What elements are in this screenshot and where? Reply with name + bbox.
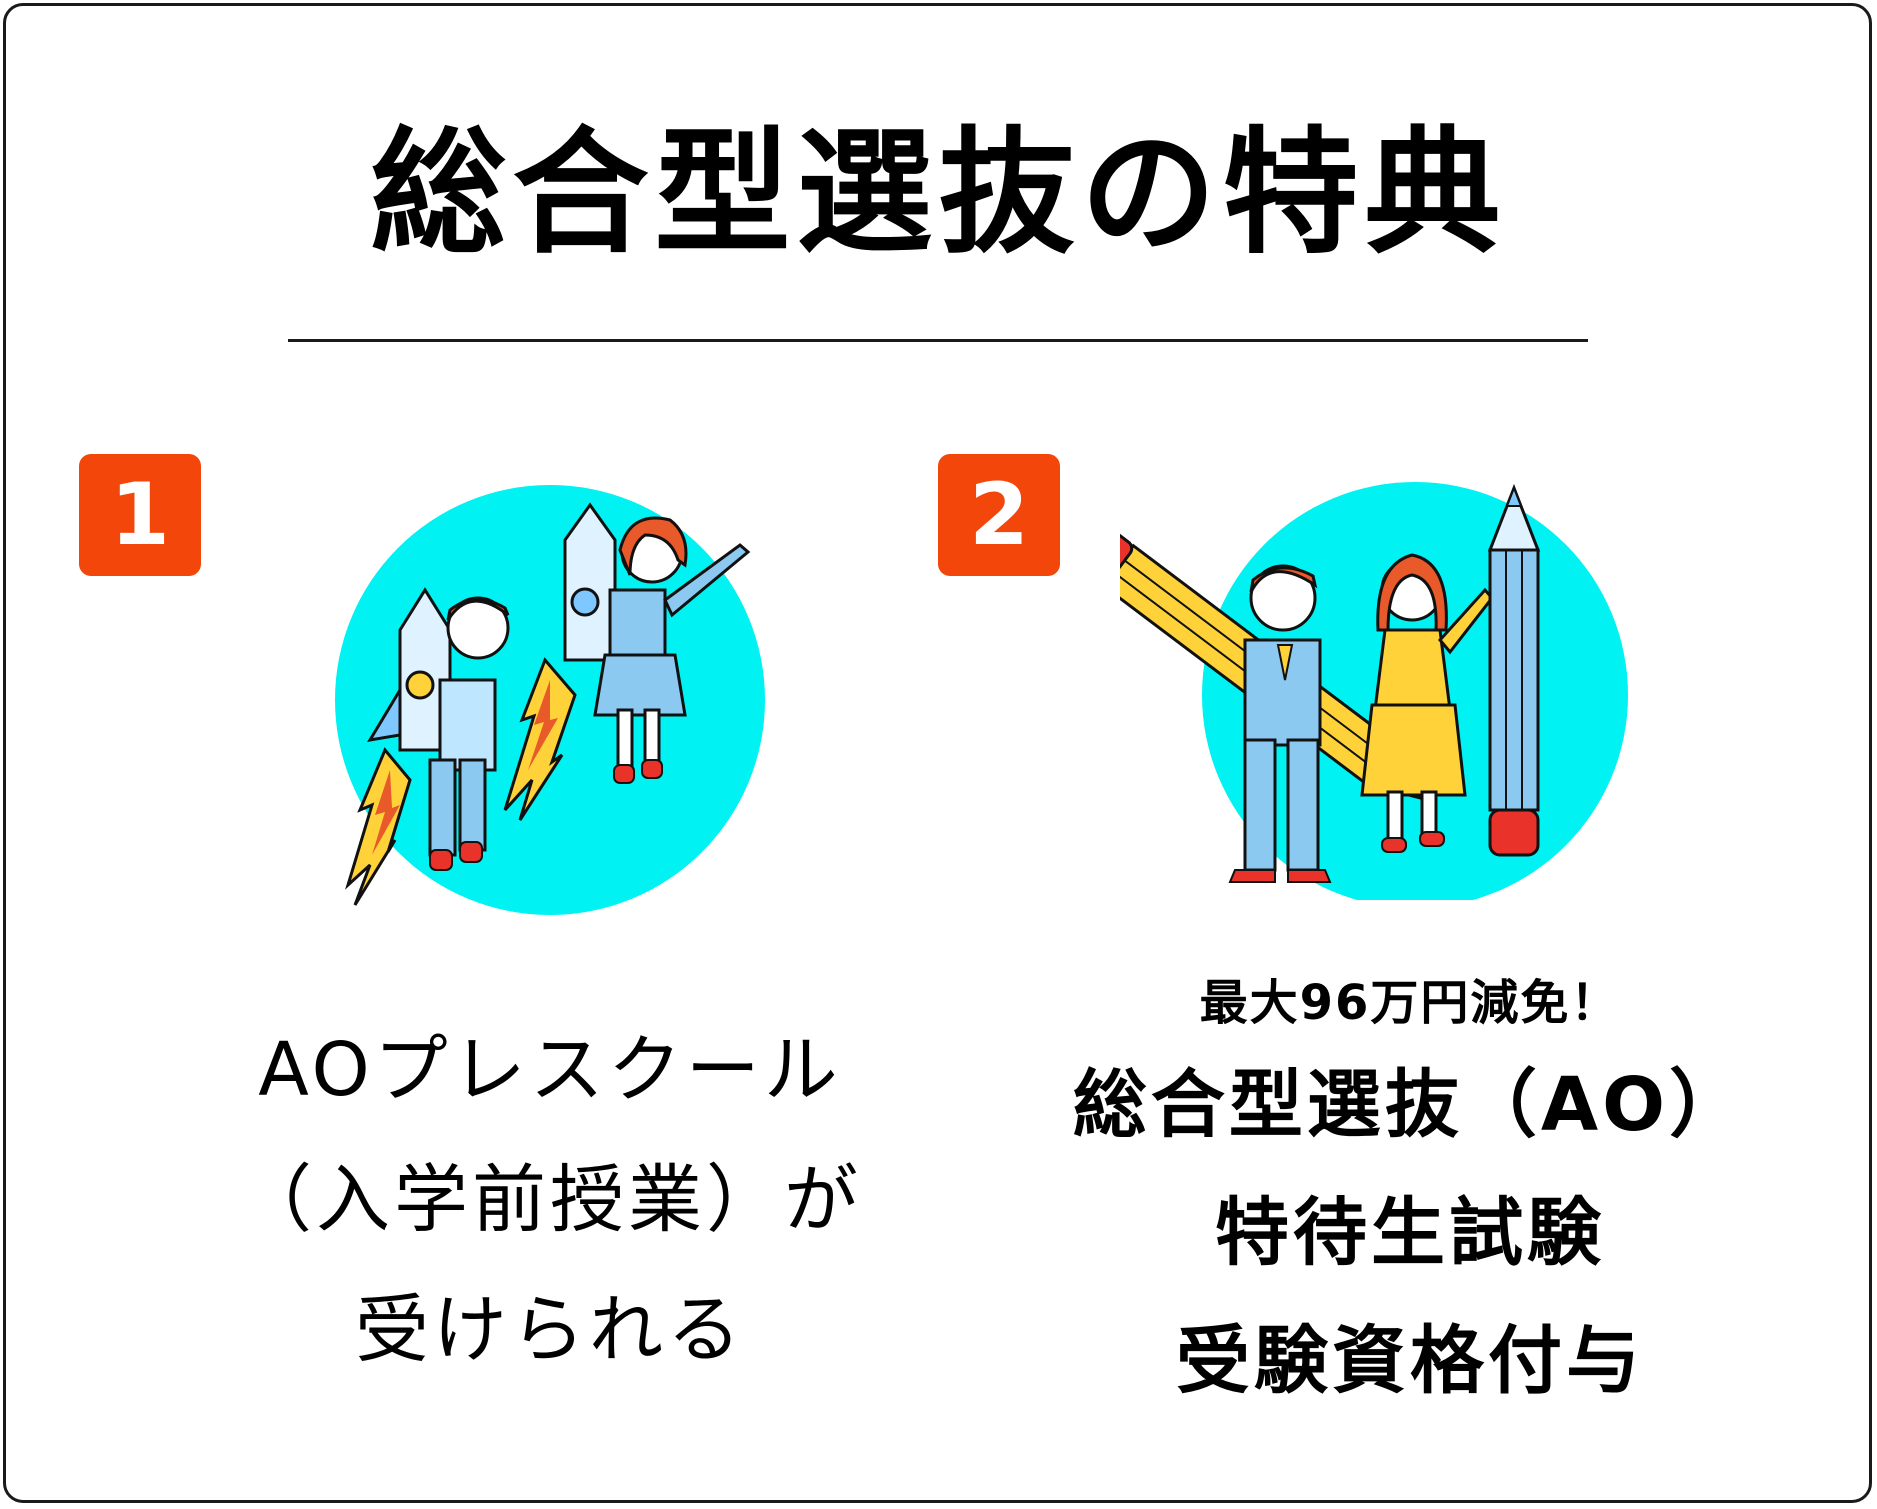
title-divider [288,339,1588,342]
benefit-2-number-badge: 2 [938,454,1060,576]
benefit-1-line-2: （入学前授業）が [238,1157,862,1243]
benefit-1-line-1: AOプレスクール [258,1027,842,1113]
benefit-2-description: 最大96万円減免！ 総合型選抜（AO） 特待生試験 受験資格付与 [1000,965,1820,1425]
benefit-2-line-1: 総合型選抜（AO） [1072,1062,1748,1148]
benefit-1-number-badge: 1 [79,454,201,576]
benefit-2-highlight: 最大96万円減免！ [1199,975,1621,1031]
students-giant-pencils-icon [1120,482,1628,900]
page-title: 総合型選抜の特典 [370,115,1507,273]
students-rocket-jetpacks-icon [335,485,765,915]
benefit-1-description: AOプレスクール （入学前授業）が 受けられる [140,1005,960,1395]
benefit-2-line-2: 特待生試験 [1215,1190,1605,1276]
benefit-2-line-3: 受験資格付与 [1176,1318,1644,1404]
benefit-1-line-3: 受けられる [355,1287,745,1373]
